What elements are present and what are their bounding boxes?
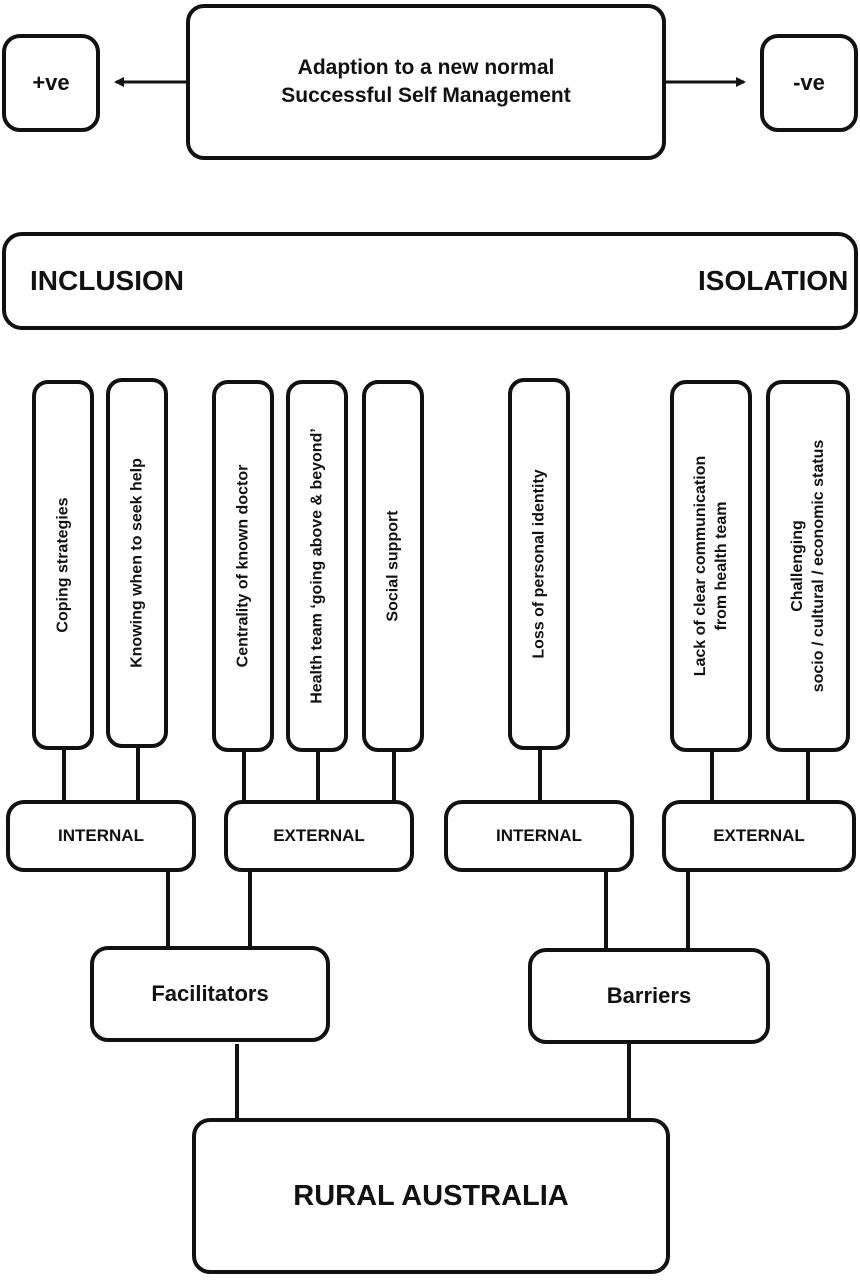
factor-label-line-2: socio / cultural / economic status [810,439,827,693]
connector-line [316,750,320,802]
group-label: EXTERNAL [713,826,805,845]
barriers-label: Barriers [606,983,692,1008]
factor-label: Loss of personal identity [530,469,548,659]
connector-line [166,870,170,948]
connector-line [710,750,714,802]
isolation-label: ISOLATION [698,265,849,296]
connector-line [627,1044,631,1120]
facilitators-label: Facilitators [151,981,269,1006]
outcome-box: Adaption to a new normal Successful Self… [186,4,666,160]
factor-label-line-1: Lack of clear communication [692,455,709,677]
factor-social-support: Social support [362,380,424,752]
facilitators-internal-box: INTERNAL [6,800,196,872]
factor-health-team: Health team ‘going above & beyond’ [286,380,348,752]
group-label: INTERNAL [496,826,582,845]
barriers-internal-box: INTERNAL [444,800,634,872]
factor-label: Challenging socio / cultural / economic … [787,440,829,693]
connector-line [235,1044,239,1120]
negative-label: -ve [793,70,825,95]
factor-lack-of-clear-communication: Lack of clear communication from health … [670,380,752,752]
connector-line [604,870,608,950]
barriers-external-box: EXTERNAL [662,800,856,872]
factor-centrality-of-known-doctor: Centrality of known doctor [212,380,274,752]
factor-label: Centrality of known doctor [234,464,252,668]
negative-box: -ve [760,34,858,132]
connector-line [686,870,690,950]
group-label: EXTERNAL [273,826,365,845]
factor-label-line-2: from health team [713,501,730,631]
spectrum-bar [2,232,858,330]
facilitators-box: Facilitators [90,946,330,1042]
rural-australia-box: RURAL AUSTRALIA [192,1118,670,1274]
positive-box: +ve [2,34,100,132]
connector-line [806,750,810,802]
factor-loss-of-personal-identity: Loss of personal identity [508,378,570,750]
factor-label: Coping strategies [54,497,72,633]
inclusion-label: INCLUSION [30,265,184,296]
connector-line [242,750,246,802]
factor-coping-strategies: Coping strategies [32,380,94,750]
outcome-line-2: Successful Self Management [281,84,571,107]
connector-line [136,746,140,802]
connector-line [62,748,66,802]
factor-challenging-status: Challenging socio / cultural / economic … [766,380,850,752]
connector-line [392,750,396,802]
factor-label: Lack of clear communication from health … [690,456,732,677]
factor-knowing-when-to-seek-help: Knowing when to seek help [106,378,168,748]
outcome-line-1: Adaption to a new normal [297,56,555,79]
connector-line [248,870,252,948]
group-label: INTERNAL [58,826,144,845]
facilitators-external-box: EXTERNAL [224,800,414,872]
barriers-box: Barriers [528,948,770,1044]
factor-label: Knowing when to seek help [128,458,146,668]
factor-label: Social support [384,510,402,622]
root-label: RURAL AUSTRALIA [293,1179,569,1212]
connector-line [538,748,542,802]
factor-label: Health team ‘going above & beyond’ [308,428,326,704]
factor-label-line-1: Challenging [789,520,806,612]
positive-label: +ve [32,70,70,95]
